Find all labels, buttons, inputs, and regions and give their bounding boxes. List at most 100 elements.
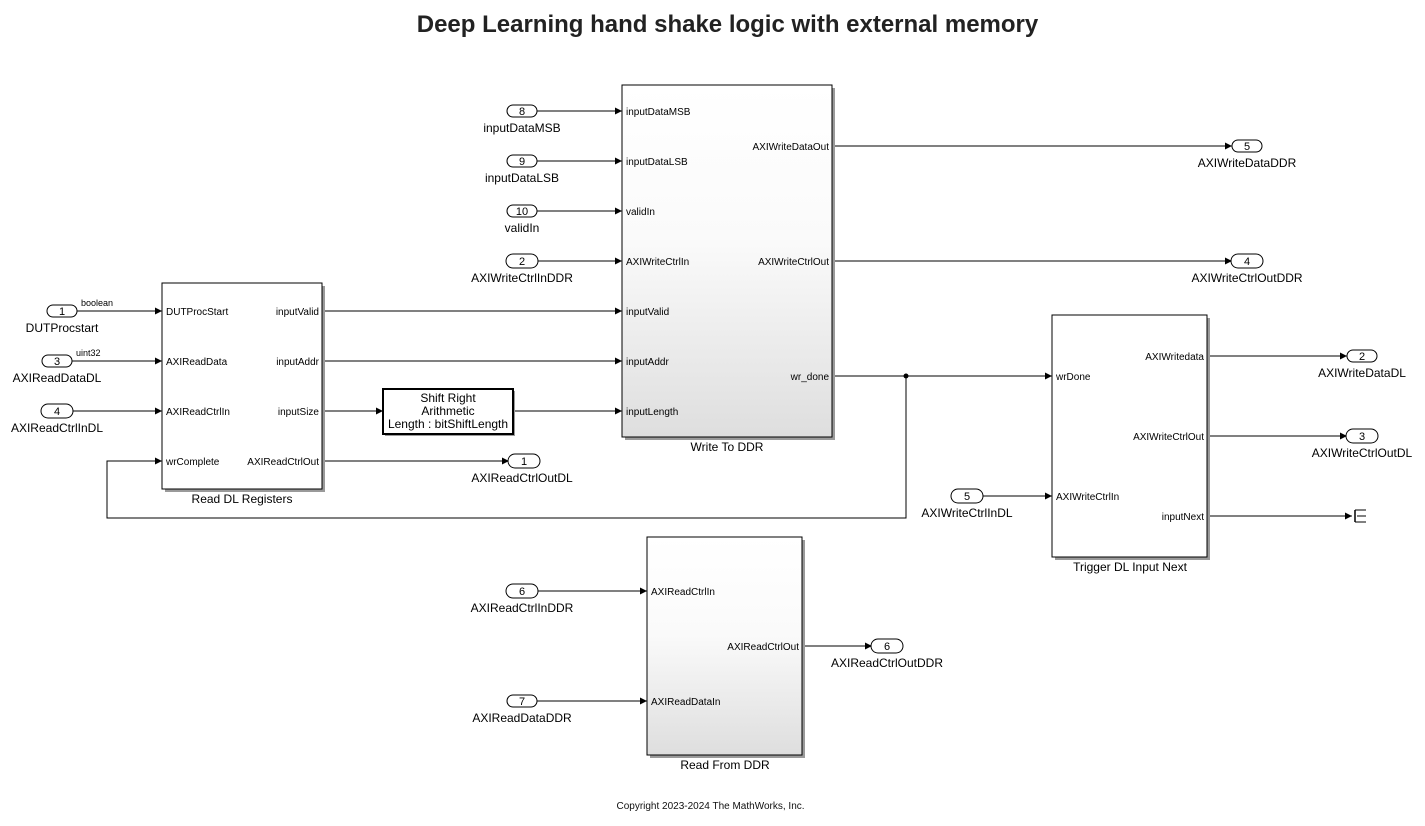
block-name: Trigger DL Input Next — [1073, 560, 1187, 574]
inport-port-number: 7 — [519, 696, 525, 708]
port-label: AXIReadData — [166, 357, 228, 368]
inport-port-bus-inner — [41, 404, 73, 418]
port-label: wr_done — [790, 372, 830, 383]
inport-port-label: inputDataLSB — [485, 171, 559, 185]
port-label: AXIWriteDataOut — [752, 142, 829, 153]
outport-port-shape — [1346, 349, 1378, 363]
signal-type-boolean: boolean — [81, 298, 113, 308]
outport-port-number: 4 — [1244, 256, 1250, 268]
port-label: AXIWriteCtrlIn — [626, 257, 689, 268]
inport-port-shape — [506, 154, 538, 168]
port-label: wrComplete — [165, 457, 220, 468]
outport-port-shape — [1231, 139, 1263, 153]
port-label: AXIReadDataIn — [651, 697, 721, 708]
port-label: validIn — [626, 207, 655, 218]
outport-port-bus-inner — [871, 639, 903, 653]
inport-port-bus-inner — [951, 489, 983, 503]
block-name: Read From DDR — [680, 758, 770, 772]
inport-port-label: AXIReadCtrlInDL — [11, 421, 103, 435]
port-label: AXIReadCtrlIn — [166, 407, 230, 418]
port-label: inputDataLSB — [626, 157, 688, 168]
block-trigger-dl-input-next[interactable]: wrDone AXIWriteCtrlIn AXIWritedata AXIWr… — [1051, 314, 1210, 574]
inport-port-shape — [41, 354, 73, 368]
inport-port-number: 1 — [59, 306, 65, 318]
outport-port-number: 2 — [1359, 351, 1365, 363]
block-body — [382, 388, 514, 435]
ports-layer: 1DUTProcstart3AXIReadDataDL4AXIReadCtrlI… — [11, 104, 1413, 725]
inport-port-shape — [506, 204, 538, 218]
block-write-to-ddr[interactable]: inputDataMSB inputDataLSB validIn AXIWri… — [621, 84, 835, 454]
inport-port-label: AXIWriteCtrlInDL — [921, 506, 1012, 520]
branch-point — [903, 373, 909, 379]
block-read-dl-registers[interactable]: DUTProcStart AXIReadData AXIReadCtrlIn w… — [161, 282, 325, 506]
block-name: Read DL Registers — [192, 492, 293, 506]
terminator-block[interactable] — [1354, 509, 1366, 523]
outport-port-number: 5 — [1244, 141, 1250, 153]
outport-port-number: 1 — [521, 456, 527, 468]
inport-port-label: AXIReadDataDDR — [472, 711, 572, 725]
port-label: inputAddr — [626, 357, 669, 368]
inport-port-label: DUTProcstart — [26, 321, 99, 335]
inport-port-number: 6 — [519, 586, 525, 598]
wire-wrcomplete-feedback[interactable] — [106, 376, 907, 519]
inport-port-number: 2 — [519, 256, 525, 268]
outport-port-label: AXIWriteCtrlOutDL — [1312, 446, 1413, 460]
port-label: AXIWriteCtrlOut — [758, 257, 829, 268]
outport-port-label: AXIWriteDataDL — [1318, 366, 1406, 380]
inport-port-number: 4 — [54, 406, 60, 418]
block-read-from-ddr[interactable]: AXIReadCtrlIn AXIReadDataIn AXIReadCtrlO… — [646, 536, 805, 772]
port-label: AXIWritedata — [1145, 352, 1204, 363]
outport-port-bus-inner — [1346, 429, 1378, 443]
port-label: inputValid — [276, 307, 319, 318]
block-name: Write To DDR — [691, 440, 764, 454]
inport-port-bus-inner — [506, 584, 538, 598]
inport-port-shape — [506, 104, 538, 118]
port-label: inputDataMSB — [626, 107, 691, 118]
outport-port-label: AXIWriteCtrlOutDDR — [1191, 271, 1302, 285]
outport-port-bus-inner — [508, 454, 540, 468]
port-label: wrDone — [1055, 372, 1091, 383]
outport-port-number: 6 — [884, 641, 890, 653]
inport-port-label: AXIReadDataDL — [13, 371, 102, 385]
inport-port-9[interactable]: 9 inputDataLSB — [485, 154, 559, 185]
port-label: AXIWriteCtrlOut — [1133, 432, 1204, 443]
inport-port-number: 10 — [516, 206, 528, 218]
block-body — [621, 84, 833, 438]
inport-port-number: 9 — [519, 156, 525, 168]
port-label: AXIReadCtrlOut — [247, 457, 319, 468]
inport-port-label: AXIReadCtrlInDDR — [471, 601, 574, 615]
inport-port-number: 3 — [54, 356, 60, 368]
port-label: DUTProcStart — [166, 307, 228, 318]
shift-label-line-1: Shift Right — [420, 391, 476, 405]
block-shift-right-arithmetic[interactable]: Shift Right Arithmetic Length : bitShift… — [382, 388, 515, 436]
outport-port-label: AXIReadCtrlOutDDR — [831, 656, 943, 670]
block-body — [161, 282, 323, 490]
diagram-title: Deep Learning hand shake logic with exte… — [416, 11, 1039, 38]
outport-port-label: AXIReadCtrlOutDL — [471, 471, 573, 485]
signal-lines — [72, 107, 1352, 705]
port-label: inputAddr — [276, 357, 319, 368]
copyright-notice: Copyright 2023-2024 The MathWorks, Inc. — [616, 801, 805, 812]
inport-port-shape — [46, 304, 78, 318]
port-label: AXIReadCtrlOut — [727, 642, 799, 653]
port-label: inputNext — [1162, 512, 1204, 523]
inport-port-label: inputDataMSB — [483, 121, 560, 135]
port-label: inputLength — [626, 407, 678, 418]
block-body — [646, 536, 803, 756]
port-label: inputSize — [278, 407, 320, 418]
